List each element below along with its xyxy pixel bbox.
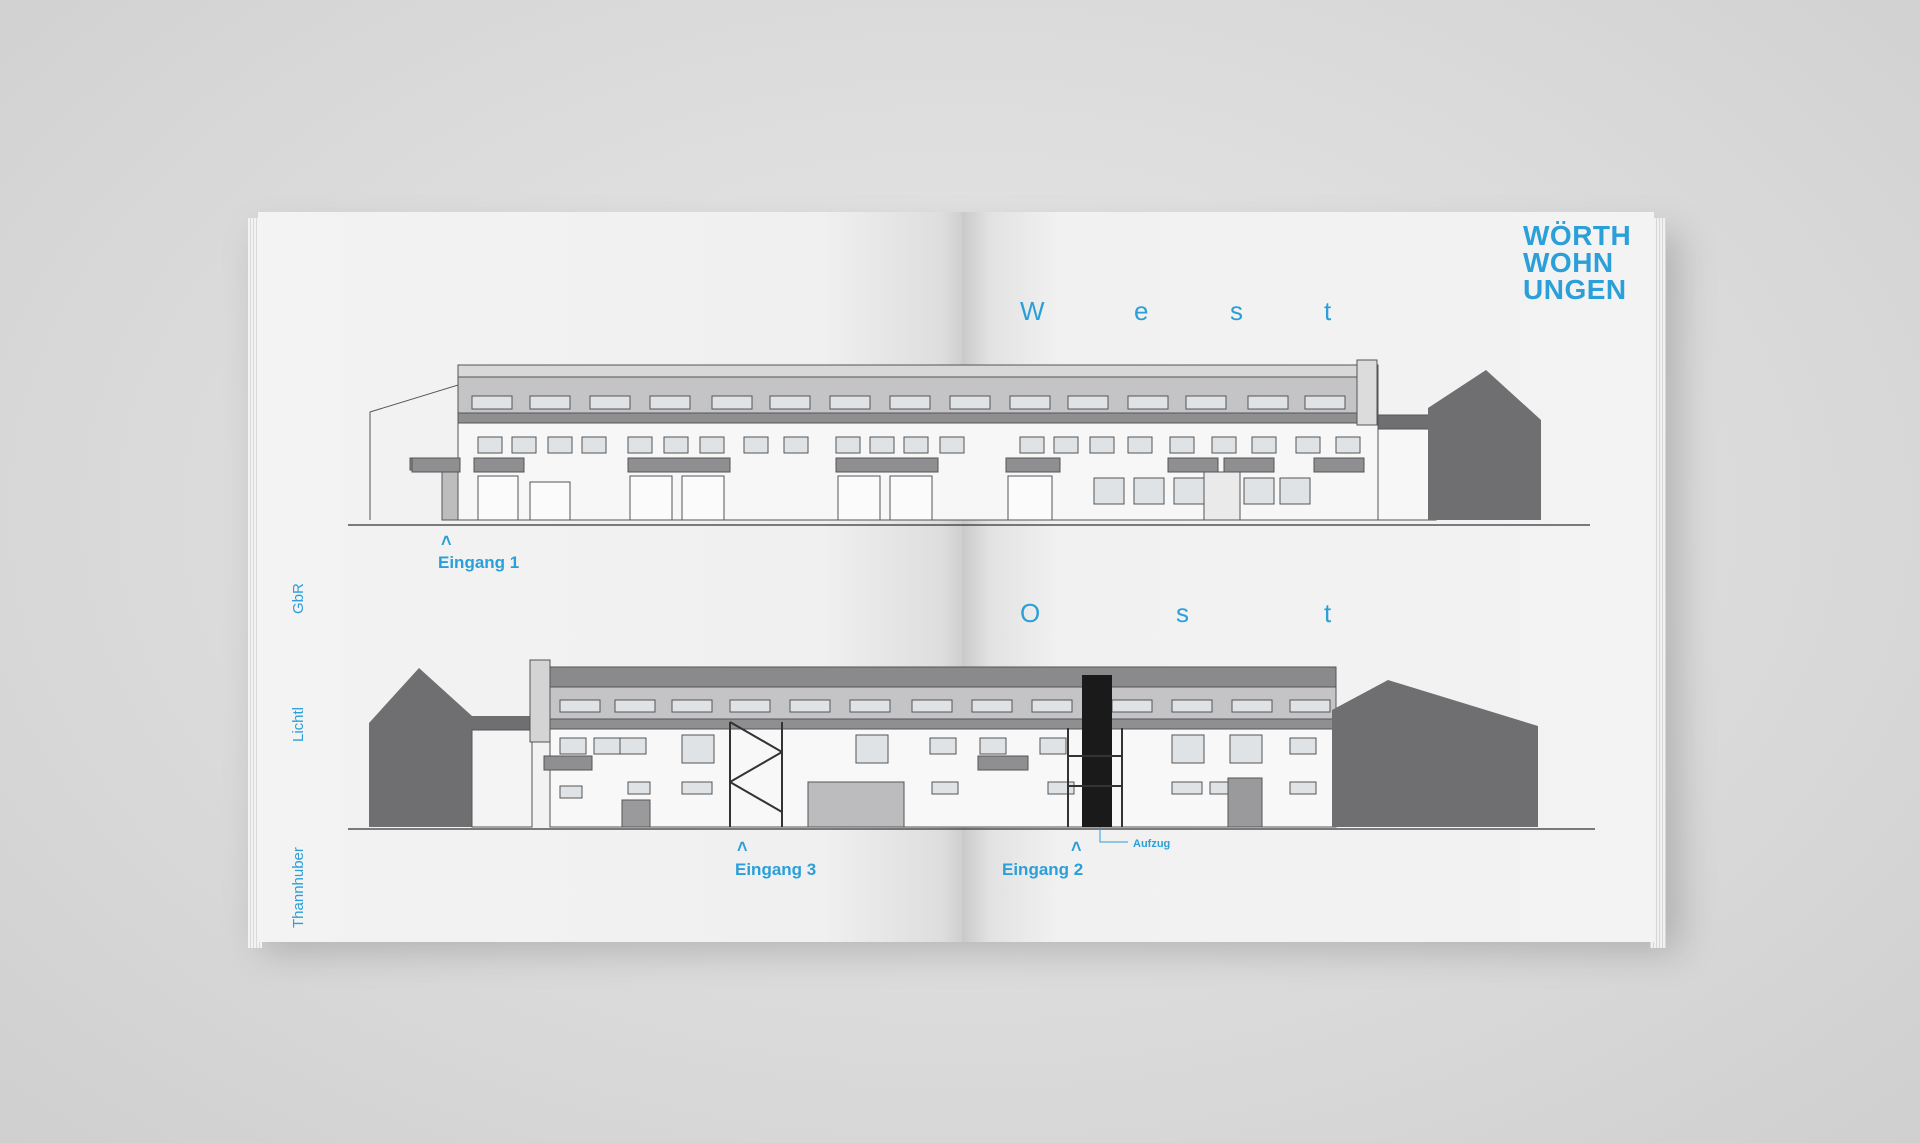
ost-heading: O s t	[1020, 598, 1340, 632]
chevron-up-icon: ˄	[1071, 837, 1082, 857]
side-text-company-3: GbR	[290, 583, 307, 614]
side-text-company-1: Thannhuber	[290, 847, 307, 928]
west-elevation	[348, 359, 1590, 526]
west-letter-3: s	[1230, 296, 1243, 326]
ost-letter-1: O	[1020, 598, 1041, 628]
chevron-up-icon: ˄	[737, 837, 748, 857]
chevron-up-icon: ˄	[441, 531, 452, 551]
ost-elevation	[348, 659, 1595, 843]
west-letter-2: e	[1134, 296, 1149, 326]
logo-line-2: WOHN	[1523, 247, 1614, 278]
ost-letter-2: s	[1176, 598, 1189, 628]
page-stack-right	[1650, 218, 1666, 948]
brand-logo: WÖRTH WOHN UNGEN	[1523, 220, 1632, 305]
logo-line-3: UNGEN	[1523, 274, 1627, 305]
entrance-2-label: Eingang 2	[1002, 860, 1084, 879]
west-letter-4: t	[1324, 296, 1332, 326]
entrance-3-label: Eingang 3	[735, 860, 817, 879]
side-text-company-2: Lichtl	[290, 706, 307, 742]
logo-line-1: WÖRTH	[1523, 220, 1632, 251]
west-heading: W e s t	[1020, 296, 1340, 330]
west-letter-1: W	[1020, 296, 1045, 326]
ost-letter-3: t	[1324, 598, 1332, 628]
elevator-label: Aufzug	[1133, 838, 1171, 850]
entrance-1-label: Eingang 1	[438, 553, 520, 572]
